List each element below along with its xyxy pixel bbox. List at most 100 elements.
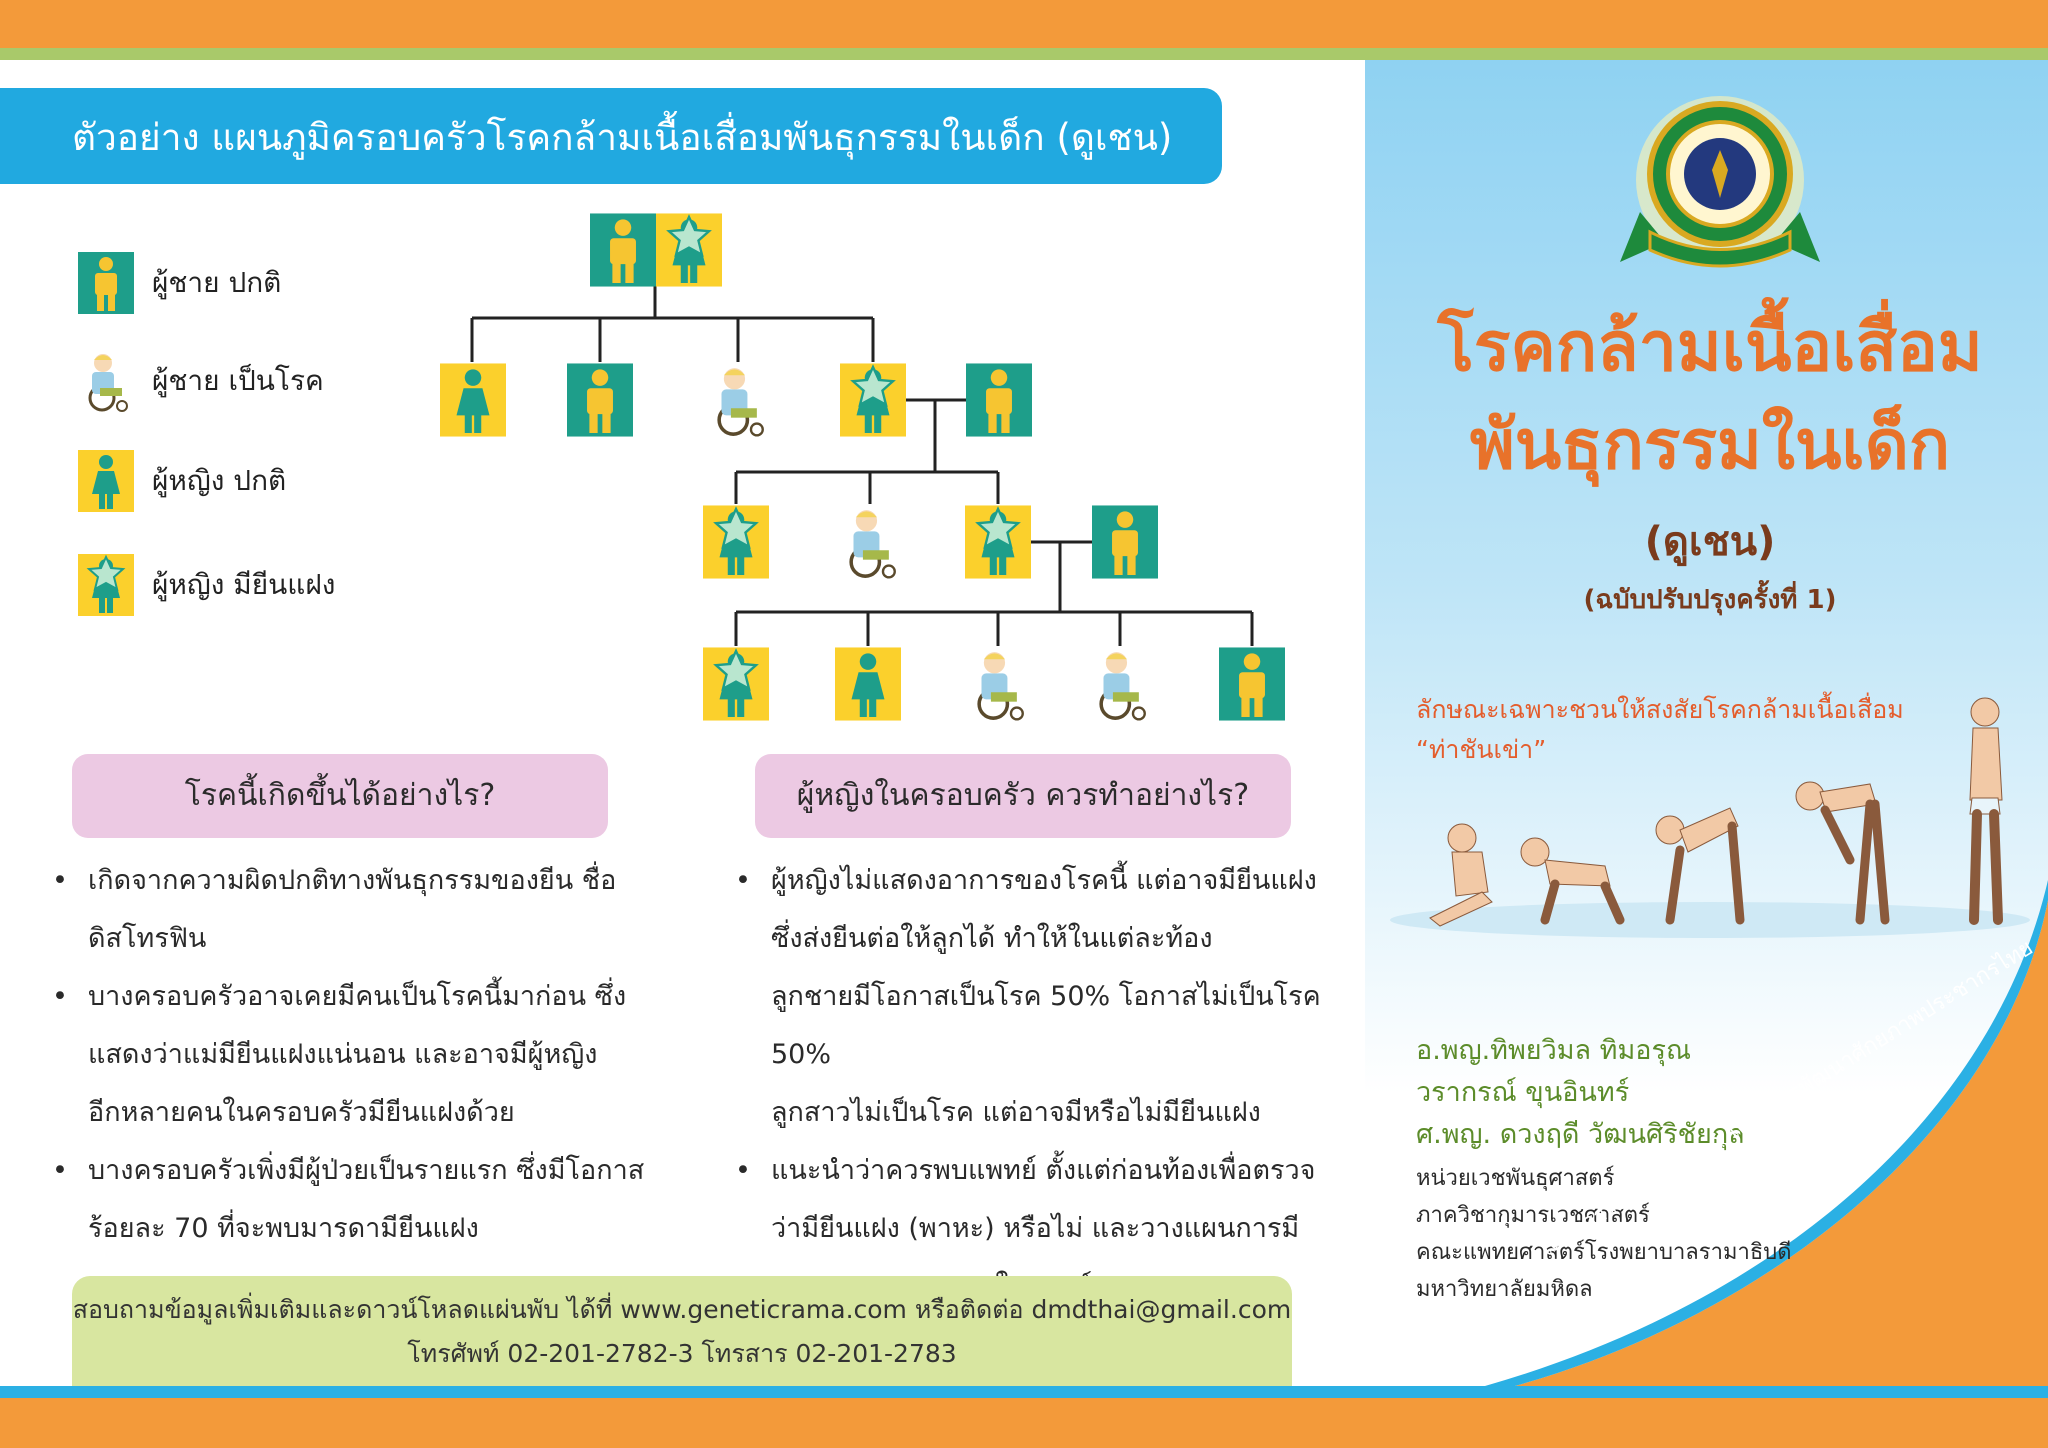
carrier-female-star-icon bbox=[78, 554, 134, 616]
legend-item-carrier-female: ผู้หญิง มียีนแฝง bbox=[78, 554, 458, 618]
bottom-blue-stripe bbox=[0, 1386, 2048, 1398]
pedigree-node-affected-male bbox=[837, 504, 903, 580]
affiliation-line: มหาวิทยาลัยมหิดล bbox=[1416, 1277, 1593, 1302]
bullet-line: ซึ่งส่งยีนต่อให้ลูกได้ ทำให้ในแต่ละท้อง bbox=[771, 923, 1213, 954]
caption-line: “ท่าชันเข่า” bbox=[1416, 735, 1547, 764]
bullet-item: เกิดจากความผิดปกติทางพันธุกรรมของยีน ชื่… bbox=[52, 852, 652, 968]
pedigree-chart bbox=[420, 200, 1320, 740]
gowers-sign-illustration bbox=[1390, 697, 2030, 938]
bullet-line: บางครอบครัวอาจเคยมีคนเป็นโรคนี้มาก่อน ซึ… bbox=[88, 981, 627, 1012]
gowers-sign-caption: ลักษณะเฉพาะชวนให้สงสัยโรคกล้ามเนื้อเสื่อ… bbox=[1416, 690, 1976, 770]
affected-male-wheelchair-icon bbox=[717, 368, 764, 437]
question-text: ผู้หญิงในครอบครัว ควรทำอย่างไร? bbox=[796, 778, 1250, 813]
bullet-line: ลูกสาวไม่เป็นโรค แต่อาจมีหรือไม่มียีนแฝง bbox=[771, 1097, 1261, 1128]
normal-male-icon bbox=[590, 213, 656, 287]
pedigree-node-affected-male bbox=[1087, 646, 1153, 722]
pedigree-node-normal-male bbox=[1092, 504, 1158, 580]
child-figure-bear-stance bbox=[1655, 807, 1745, 925]
legend-item-normal-male: ผู้ชาย ปกติ bbox=[78, 252, 458, 316]
question-pill-cause: โรคนี้เกิดขึ้นได้อย่างไร? bbox=[72, 754, 608, 838]
child-figure-standing bbox=[1969, 697, 2003, 925]
question-pill-women: ผู้หญิงในครอบครัว ควรทำอย่างไร? bbox=[755, 754, 1291, 838]
affiliation-line: ภาควิชากุมารเวชศาสตร์ bbox=[1416, 1203, 1650, 1228]
bullet-item: บางครอบครัวเพิ่งมีผู้ป่วยเป็นรายแรก ซึ่ง… bbox=[52, 1142, 652, 1258]
affiliation-line: คณะแพทยศาสตร์โรงพยาบาลรามาธิบดี bbox=[1416, 1240, 1792, 1265]
cover-subtitle: (ดูเชน) bbox=[1644, 519, 1776, 565]
normal-male-icon bbox=[78, 252, 134, 314]
cover-swoosh-decoration bbox=[1485, 880, 2048, 1386]
affected-male-wheelchair-icon bbox=[977, 652, 1024, 721]
pedigree-node-affected-male bbox=[705, 362, 771, 438]
normal-male-icon bbox=[1092, 505, 1158, 579]
legend-item-normal-female: ผู้หญิง ปกติ bbox=[78, 450, 458, 514]
author-name: วรากรณ์ ขุนอินทร์ bbox=[1416, 1077, 1630, 1108]
affected-male-wheelchair-icon bbox=[1099, 652, 1146, 721]
child-figure-crawling bbox=[1520, 837, 1625, 925]
pedigree-node-normal-female bbox=[440, 362, 506, 438]
pedigree-node-normal-male bbox=[1219, 646, 1285, 722]
normal-male-icon bbox=[966, 363, 1032, 437]
university-seal-logo bbox=[1620, 96, 1820, 268]
cover-title-line-1: โรคกล้ามเนื้อเสื่อม bbox=[1437, 308, 1983, 387]
bullet-line: อีกหลายคนในครอบครัวมียีนแฝงด้วย bbox=[88, 1097, 515, 1128]
affected-male-wheelchair-icon bbox=[849, 510, 896, 579]
carrier-female-star-icon bbox=[656, 213, 722, 287]
normal-female-icon bbox=[78, 450, 134, 512]
bullet-line: แนะนำว่าควรพบแพทย์ ตั้งแต่ก่อนท้องเพื่อต… bbox=[771, 1155, 1316, 1186]
women-advice-bullet-list: ผู้หญิงไม่แสดงอาการของโรคนี้ แต่อาจมียีน… bbox=[735, 852, 1335, 1316]
bullet-line: บางครอบครัวเพิ่งมีผู้ป่วยเป็นรายแรก ซึ่ง… bbox=[88, 1155, 645, 1186]
top-orange-band bbox=[0, 0, 2048, 48]
normal-female-icon bbox=[835, 647, 901, 721]
bullet-line: ดิสโทรฟิน bbox=[88, 923, 207, 954]
child-figure-climbing-up bbox=[1795, 781, 1890, 925]
bullet-line: ร้อยละ 70 ที่จะพบมารดามียีนแฝง bbox=[88, 1213, 479, 1244]
contact-phone-line: โทรศัพท์ 02-201-2782-3 โทรสาร 02-201-278… bbox=[407, 1339, 957, 1368]
carrier-female-star-icon bbox=[703, 647, 769, 721]
pedigree-node-normal-female bbox=[835, 646, 901, 722]
carrier-female-star-icon bbox=[965, 505, 1031, 579]
top-green-stripe bbox=[0, 48, 2048, 60]
affected-male-wheelchair-icon bbox=[88, 354, 128, 412]
pedigree-node-affected-male bbox=[965, 646, 1031, 722]
pedigree-node-normal-male bbox=[567, 362, 633, 438]
pedigree-node-carrier-female bbox=[965, 504, 1031, 580]
bottom-orange-band bbox=[0, 1398, 2048, 1448]
contact-line: สอบถามข้อมูลเพิ่มเติมและดาวน์โหลดแผ่นพับ… bbox=[72, 1295, 1292, 1324]
title-banner bbox=[0, 88, 1222, 184]
bullet-item: บางครอบครัวอาจเคยมีคนเป็นโรคนี้มาก่อน ซึ… bbox=[52, 968, 652, 1142]
affiliation-line: หน่วยเวชพันธุศาสตร์ bbox=[1416, 1166, 1615, 1191]
contact-box bbox=[72, 1276, 1292, 1388]
pedigree-node-carrier-female bbox=[703, 504, 769, 580]
legend-label: ผู้ชาย ปกติ bbox=[152, 266, 282, 299]
caption-line: ลักษณะเฉพาะชวนให้สงสัยโรคกล้ามเนื้อเสื่อ… bbox=[1416, 695, 1904, 724]
pedigree-node-normal-male bbox=[590, 212, 656, 288]
carrier-female-star-icon bbox=[703, 505, 769, 579]
page-title: ตัวอย่าง แผนภูมิครอบครัวโรคกล้ามเนื้อเสื… bbox=[72, 116, 1173, 159]
pedigree-node-normal-male bbox=[966, 362, 1032, 438]
bullet-line: ผู้หญิงไม่แสดงอาการของโรคนี้ แต่อาจมียีน… bbox=[771, 865, 1317, 896]
bullet-item: ผู้หญิงไม่แสดงอาการของโรคนี้ แต่อาจมียีน… bbox=[735, 852, 1335, 1142]
normal-female-icon bbox=[440, 363, 506, 437]
cover-panel bbox=[1365, 60, 2048, 1386]
bullet-line: ว่ามียีนแฝง (พาหะ) หรือไม่ และวางแผนการม… bbox=[771, 1213, 1300, 1244]
cause-bullet-list: เกิดจากความผิดปกติทางพันธุกรรมของยีน ชื่… bbox=[52, 852, 652, 1258]
bullet-line: เกิดจากความผิดปกติทางพันธุกรรมของยีน ชื่… bbox=[88, 865, 617, 896]
legend-label: ผู้หญิง มียีนแฝง bbox=[152, 568, 336, 601]
legend-item-affected-male: ผู้ชาย เป็นโรค bbox=[78, 350, 458, 414]
pedigree-node-carrier-female bbox=[703, 646, 769, 722]
cover-edition: (ฉบับปรับปรุงครั้งที่ 1) bbox=[1583, 585, 1837, 615]
bullet-line: ลูกชายมีโอกาสเป็นโรค 50% โอกาสไม่เป็นโรค… bbox=[771, 981, 1321, 1070]
child-figure-sitting bbox=[1429, 823, 1493, 927]
normal-male-icon bbox=[567, 363, 633, 437]
legend-label: ผู้หญิง ปกติ bbox=[152, 464, 287, 497]
author-name: อ.พญ.ทิพยวิมล ทิมอรุณ bbox=[1416, 1035, 1692, 1066]
pedigree-node-carrier-female bbox=[840, 362, 906, 438]
pedigree-lines bbox=[470, 286, 1254, 646]
carrier-female-star-icon bbox=[840, 363, 906, 437]
legend-label: ผู้ชาย เป็นโรค bbox=[152, 364, 324, 397]
author-name: ศ.พญ. ดวงฤดี วัฒนศิริชัยกุล bbox=[1416, 1119, 1745, 1150]
normal-male-icon bbox=[1219, 647, 1285, 721]
cover-title-line-2: พันธุกรรมในเด็ก bbox=[1469, 406, 1951, 485]
bullet-line: แสดงว่าแม่มียีนแฝงแน่นอน และอาจมีผู้หญิง bbox=[88, 1039, 598, 1070]
question-text: โรคนี้เกิดขึ้นได้อย่างไร? bbox=[184, 778, 496, 813]
